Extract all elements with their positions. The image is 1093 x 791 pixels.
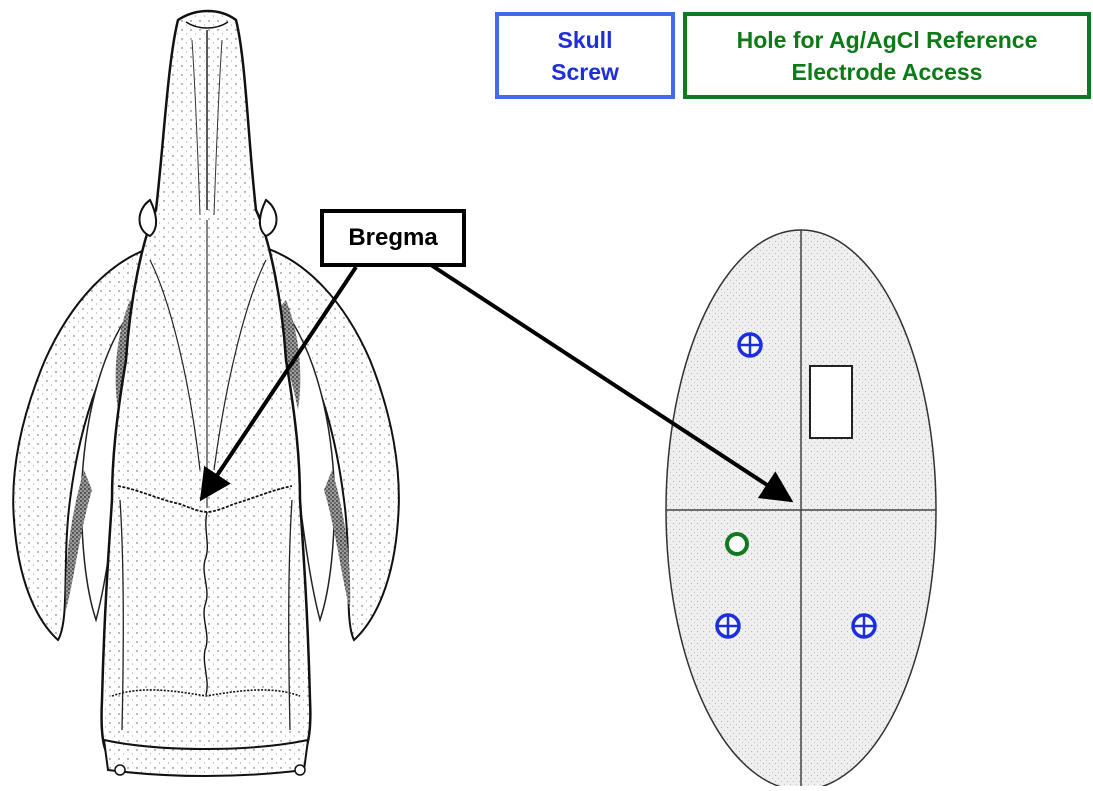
reference-hole-legend-line1: Hole for Ag/AgCl Reference bbox=[737, 24, 1038, 56]
electrode-window bbox=[810, 366, 852, 438]
skull-screw-legend-line1: Skull bbox=[551, 24, 619, 56]
reference-hole-legend-line2: Electrode Access bbox=[737, 56, 1038, 88]
cranium-outline bbox=[102, 11, 311, 768]
cranial-electrode-map bbox=[666, 230, 936, 786]
skull-screw-marker bbox=[739, 334, 761, 356]
rat-skull-drawing bbox=[13, 11, 399, 776]
reference-hole-legend: Hole for Ag/AgCl Reference Electrode Acc… bbox=[683, 12, 1091, 99]
skull-screw-legend-line2: Screw bbox=[551, 56, 619, 88]
reference-hole-legend-text: Hole for Ag/AgCl Reference Electrode Acc… bbox=[737, 24, 1038, 88]
skull-screw-marker bbox=[717, 615, 739, 637]
skull-screw-legend-text: Skull Screw bbox=[551, 24, 619, 88]
reference-hole-marker bbox=[727, 534, 747, 554]
skull-screw-marker bbox=[853, 615, 875, 637]
skull-screw-legend: Skull Screw bbox=[495, 12, 675, 99]
bregma-label: Bregma bbox=[320, 209, 466, 267]
